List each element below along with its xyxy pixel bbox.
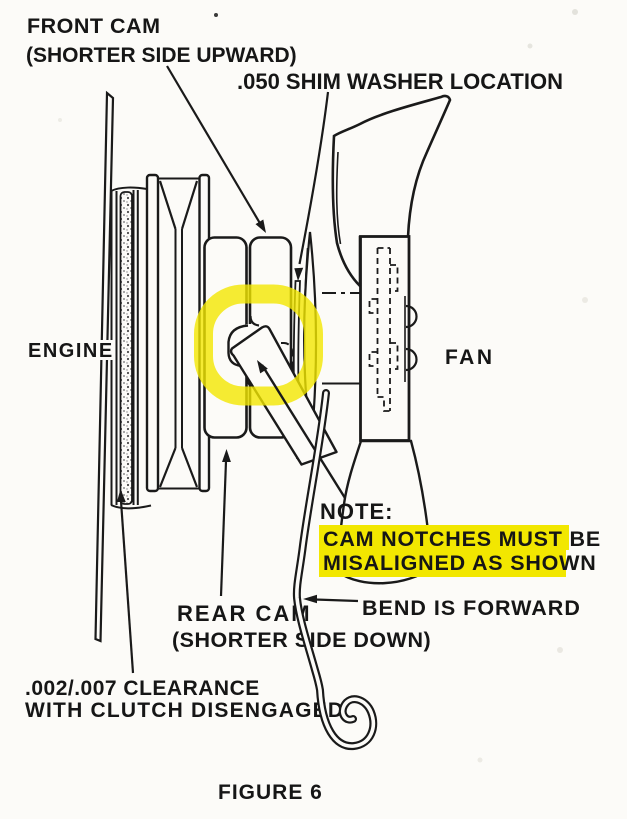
label-note-highlight-line2: MISALIGNED AS SHOWN — [323, 551, 597, 575]
leader-shim-washer — [294, 91, 330, 281]
label-shim-washer: .050 SHIM WASHER LOCATION — [237, 69, 563, 94]
clutch-shaft-lines — [322, 292, 360, 385]
label-engine: ENGINE — [28, 340, 114, 362]
label-clearance-line1: .002/.007 CLEARANCE — [25, 677, 260, 700]
engine-face-strip — [94, 90, 115, 643]
cam-notch-outline — [227, 315, 260, 368]
label-note-title: NOTE: — [320, 499, 393, 524]
engine-block — [110, 186, 152, 510]
label-clearance-line2: WITH CLUTCH DISENGAGED — [25, 699, 344, 722]
label-bend: BEND IS FORWARD — [362, 596, 581, 620]
highlight-ring — [194, 284, 323, 406]
label-front-cam-line1: FRONT CAM — [27, 14, 160, 38]
label-note-highlight-line1: CAM NOTCHES MUST BE — [323, 527, 601, 551]
fan-upper-blade — [331, 94, 452, 290]
label-front-cam-line2: (SHORTER SIDE UPWARD) — [26, 44, 297, 67]
leader-rear-cam — [219, 449, 231, 597]
gasket-shim-strip — [119, 191, 133, 505]
label-fan: FAN — [445, 346, 495, 369]
highlight-bar-2 — [319, 550, 566, 577]
hub-boss-bumps — [404, 296, 418, 382]
label-rear-cam-line1: REAR CAM — [177, 601, 312, 626]
fan-hub — [359, 235, 418, 442]
leader-front-cam — [166, 65, 266, 233]
hidden-bolt-outline — [368, 247, 399, 412]
highlight-bar-1 — [319, 525, 569, 550]
figure-caption: FIGURE 6 — [218, 781, 323, 804]
paper-noise — [58, 9, 588, 763]
leader-bend-forward — [303, 594, 359, 604]
bent-wire — [292, 389, 378, 751]
leader-clearance — [116, 489, 135, 674]
leader-note-arrow — [257, 360, 347, 499]
